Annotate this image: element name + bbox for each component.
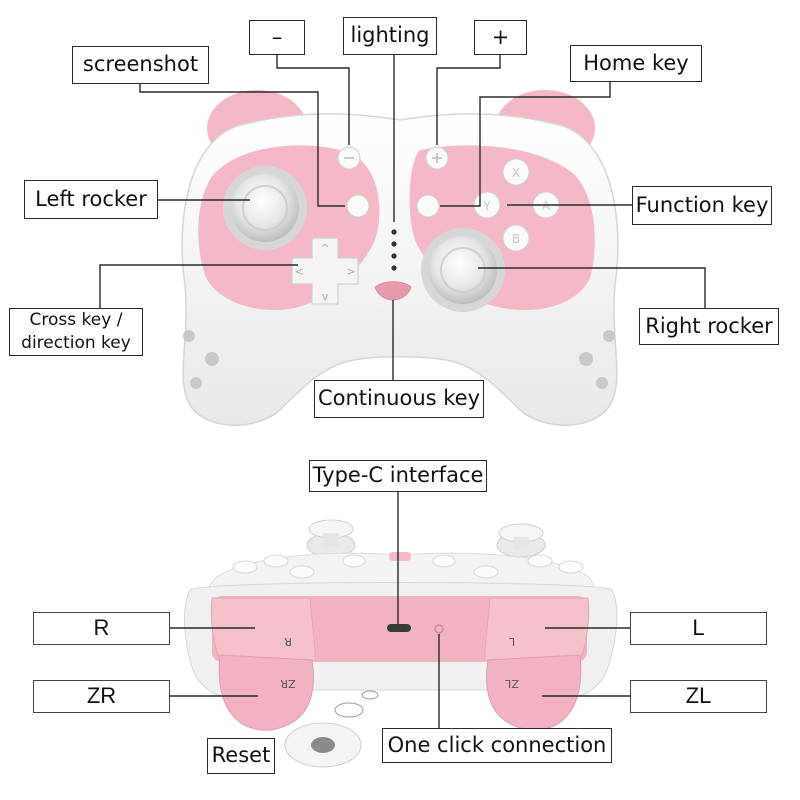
label-left-rocker: Left rocker — [24, 180, 158, 219]
label-cross-key: Cross key / direction key — [9, 308, 143, 356]
home-button — [416, 194, 440, 218]
l-bumper — [483, 597, 590, 661]
front-controller: ^ v < > X Y A B — [181, 90, 619, 426]
label-home-key: Home key — [570, 45, 702, 82]
label-type-c: Type-C interface — [309, 460, 487, 492]
label-zr: ZR — [33, 680, 170, 713]
left-stick — [231, 174, 299, 242]
svg-text:>: > — [346, 265, 355, 278]
label-zl: ZL — [630, 680, 767, 713]
pairing-hole — [434, 624, 444, 634]
label-continuous-key: Continuous key — [314, 380, 484, 418]
rear-controller: R L ZR ZL — [184, 519, 618, 768]
leader-lines — [99, 55, 706, 728]
r-bumper — [210, 597, 317, 661]
zl-back-mark: ZL — [504, 677, 519, 690]
lighting-leds — [391, 229, 397, 271]
zr-back-mark: ZR — [280, 677, 296, 690]
label-screenshot: screenshot — [72, 46, 209, 84]
label-lighting: lighting — [343, 17, 437, 55]
label-r: R — [33, 612, 170, 645]
label-right-rocker: Right rocker — [639, 308, 779, 345]
zl-trigger — [486, 654, 582, 731]
label-function-key: Function key — [632, 186, 772, 225]
label-reset: Reset — [207, 738, 275, 774]
screenshot-button — [346, 194, 370, 218]
label-plus: + — [474, 20, 527, 55]
b-mark: B — [512, 232, 520, 246]
svg-text:<: < — [294, 265, 303, 278]
label-one-click: One click connection — [382, 728, 612, 763]
svg-text:^: ^ — [320, 242, 329, 255]
a-mark: A — [542, 199, 551, 213]
b-button — [502, 224, 530, 252]
dpad — [291, 237, 359, 305]
label-l: L — [630, 612, 767, 645]
y-mark: Y — [482, 199, 491, 213]
r-back-mark: R — [284, 635, 292, 648]
label-minus: – — [249, 20, 305, 55]
label-cross-key-line1: Cross key / — [29, 310, 123, 331]
x-mark: X — [512, 166, 520, 180]
right-stick — [429, 236, 497, 304]
continuous-button — [374, 281, 412, 301]
label-cross-key-line2: direction key — [21, 333, 131, 353]
svg-text:v: v — [322, 290, 329, 303]
x-button — [502, 158, 530, 186]
type-c-port — [387, 624, 411, 632]
zr-trigger — [218, 654, 314, 731]
l-back-mark: L — [508, 635, 515, 648]
